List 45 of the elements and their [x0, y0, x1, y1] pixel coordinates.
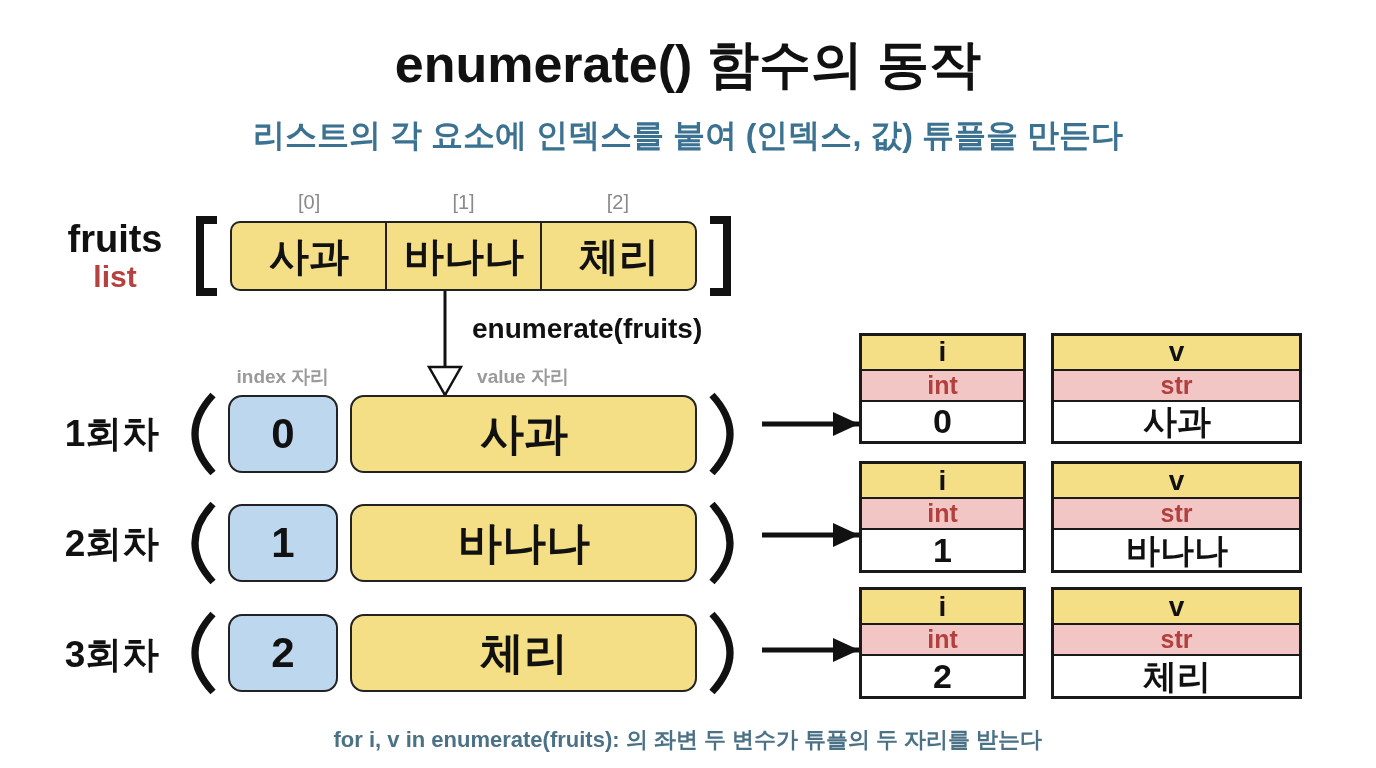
index-box: 2: [228, 614, 338, 692]
hollow-arrow: [427, 291, 463, 397]
type-name: int: [862, 623, 1023, 655]
variable-value: 사과: [1054, 399, 1299, 441]
variable-table: [859, 333, 1026, 444]
subtitle: 리스트의 각 요소에 인덱스를 붙여 (인덱스, 값) 튜플을 만든다: [253, 115, 1123, 155]
index-label: [1]: [452, 190, 475, 214]
variable-name: v: [1054, 336, 1299, 369]
row-label: 2회차: [64, 521, 160, 566]
variable-name: v: [1054, 590, 1299, 624]
type-name: int: [862, 497, 1023, 529]
column-label: index 자리: [236, 365, 330, 389]
list-element: 바나나: [385, 223, 540, 289]
column-label: value 자리: [477, 365, 569, 389]
arrow: [762, 523, 859, 547]
type-name: int: [862, 368, 1023, 400]
caption: for i, v in enumerate(fruits): 의 좌변 두 변수가 튜플의 두 자리를 받는다: [333, 726, 1043, 754]
arrow: [762, 412, 859, 436]
list-element: 사과: [267, 233, 350, 280]
variable-name: i: [862, 464, 1023, 498]
variable-name: i: [862, 590, 1023, 624]
index-label: [2]: [606, 190, 629, 214]
variable-name: i: [862, 336, 1023, 369]
index-box: 1: [228, 504, 338, 582]
value-box: 바나나: [350, 504, 697, 582]
variable-value: 바나나: [1054, 528, 1299, 570]
value-box: 체리: [350, 614, 697, 692]
value-box: 사과: [350, 395, 697, 473]
type-name: str: [1054, 497, 1299, 529]
list-element: 체리: [540, 223, 695, 289]
variable-name: v: [1054, 464, 1299, 498]
type-name: str: [1054, 368, 1299, 400]
row-label: 1회차: [64, 411, 160, 456]
variable-table: [1051, 333, 1302, 444]
variable-table: [1051, 461, 1302, 573]
index-label: [0]: [298, 190, 321, 214]
arrow: [762, 638, 859, 662]
type-name: str: [1054, 623, 1299, 655]
row-label: 3회차: [64, 632, 160, 677]
index-box: 0: [228, 395, 338, 473]
variable-table: [1051, 587, 1302, 699]
variable-value: 체리: [1054, 654, 1299, 696]
variable-table: [859, 461, 1026, 573]
variable-table: [859, 587, 1026, 699]
title: enumerate() 함수의 동작: [394, 33, 982, 95]
